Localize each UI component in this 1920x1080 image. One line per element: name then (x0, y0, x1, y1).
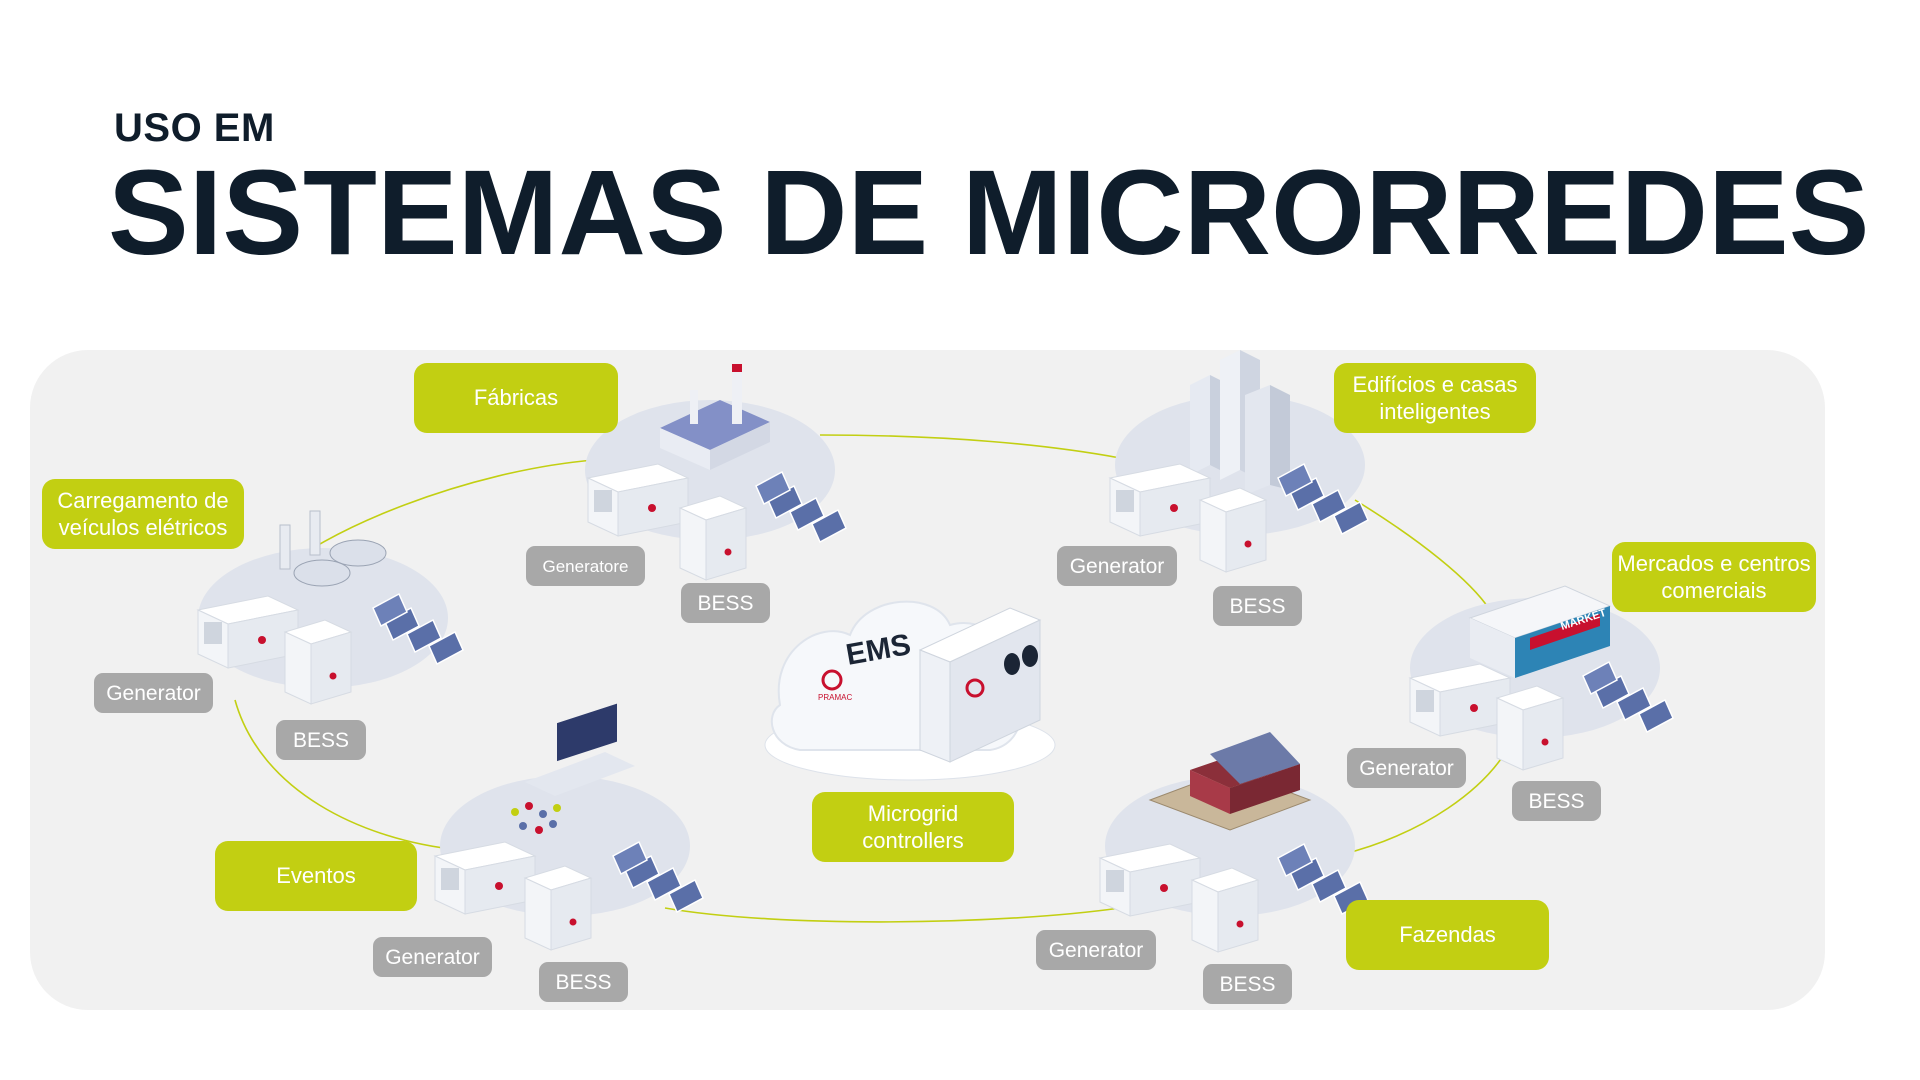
node-label-mercados: Mercados e centros comerciais (1612, 542, 1816, 612)
page-subtitle: USO EM (114, 106, 275, 150)
generator-chip-fabricas: Generatore (526, 546, 645, 586)
node-label-edificios: Edifícios e casas inteligentes (1334, 363, 1536, 433)
buildings-illustration (1190, 350, 1290, 495)
page-title: SISTEMAS DE MICRORREDES (108, 144, 1870, 280)
center-label-microgrid: Microgrid controllers (812, 792, 1014, 862)
generator-chip-mercados: Generator (1347, 748, 1466, 788)
bess-chip-edificios: BESS (1213, 586, 1302, 626)
ems-logo-text: PRAMAC (818, 693, 852, 702)
market-illustration: MARKET (1468, 585, 1612, 678)
node-label-fazendas: Fazendas (1346, 900, 1549, 970)
bess-chip-fabricas: BESS (681, 583, 770, 623)
bess-chip-eventos: BESS (539, 962, 628, 1002)
ems-cloud-illustration: EMS PRAMAC (764, 600, 1056, 781)
ev-charging-illustration (279, 510, 387, 587)
generator-chip-fazendas: Generator (1036, 930, 1156, 970)
bess-chip-carregamento: BESS (276, 720, 366, 760)
events-illustration (511, 703, 635, 834)
node-label-fabricas: Fábricas (414, 363, 618, 433)
generator-chip-carregamento: Generator (94, 673, 213, 713)
bess-chip-fazendas: BESS (1203, 964, 1292, 1004)
generator-chip-eventos: Generator (373, 937, 492, 977)
farm-illustration (1148, 732, 1312, 831)
factory-illustration (660, 364, 770, 470)
node-label-carregamento: Carregamento de veículos elétricos (42, 479, 244, 549)
bess-chip-mercados: BESS (1512, 781, 1601, 821)
node-label-eventos: Eventos (215, 841, 417, 911)
generator-chip-edificios: Generator (1057, 546, 1177, 586)
